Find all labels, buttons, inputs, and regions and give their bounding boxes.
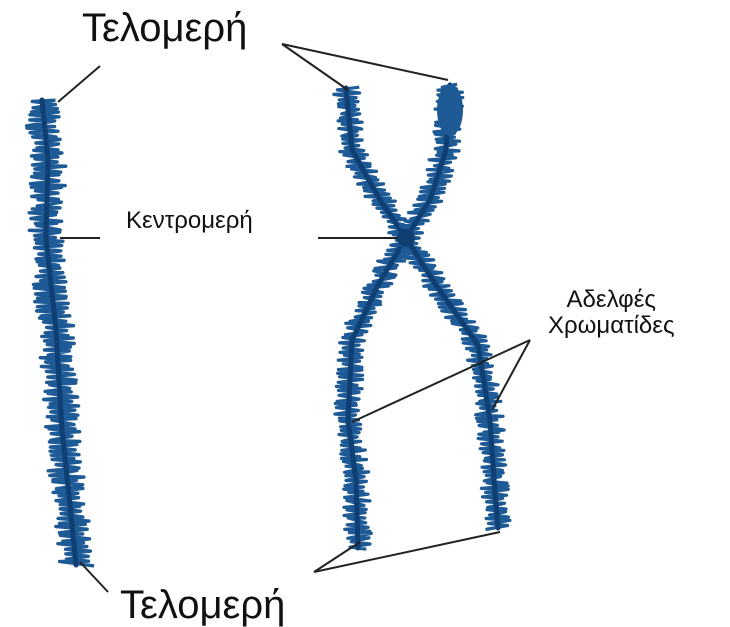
chromatid-a-core (343, 85, 409, 551)
leader-telomere-bottom-mid (313, 541, 361, 573)
label-centromere: Κεντρομερή (126, 207, 253, 234)
centromere-knot (397, 229, 415, 247)
chromosome-left (24, 98, 95, 568)
leader-telomere-top-mid (281, 43, 349, 91)
leader-telomere-bottom-left (79, 561, 109, 593)
chromatid-a (332, 85, 421, 551)
label-sister-line2: Χρωματίδες (548, 312, 675, 340)
leader-sister-left (351, 339, 531, 423)
leader-lines (57, 43, 531, 593)
label-sister-chromatids: Αδελφές Χρωματίδες (548, 286, 675, 340)
chromosome-left-core (39, 97, 79, 568)
telomere-cap-right (437, 84, 463, 136)
leader-telomere-top-right (281, 43, 449, 81)
leader-sister-right (491, 339, 531, 411)
leader-telomere-bottom-right (313, 531, 501, 573)
leader-telomere-top-left (57, 65, 101, 103)
label-telomeres-top: Τελομερή (82, 6, 248, 50)
label-sister-line1: Αδελφές (566, 286, 656, 313)
chromosome-drawings (24, 82, 512, 568)
chromatid-b-core (403, 82, 501, 531)
label-telomeres-bottom: Τελομερή (120, 583, 286, 627)
